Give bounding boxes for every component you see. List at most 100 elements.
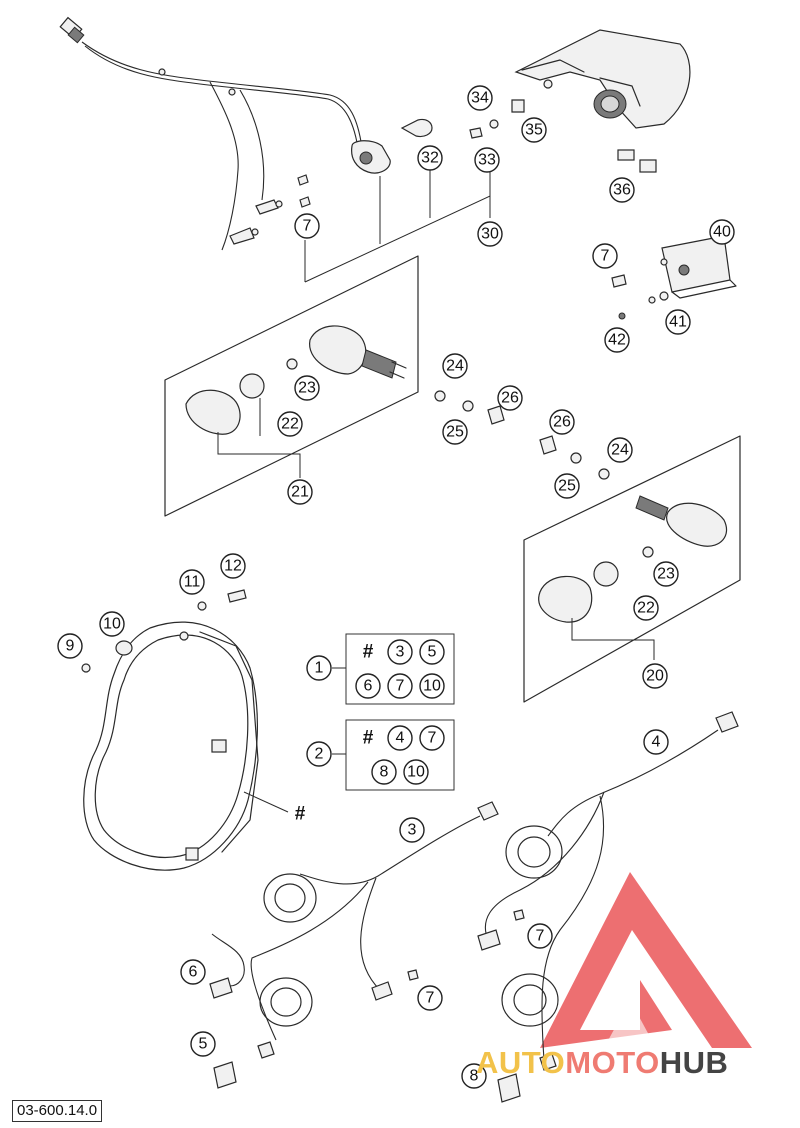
svg-text:23: 23	[657, 566, 675, 583]
callout-24-right: 24	[607, 437, 633, 463]
mount-hardware	[434, 390, 610, 480]
kit-2-contents: # 4 7 8 10	[363, 725, 445, 785]
svg-text:24: 24	[446, 358, 464, 375]
reference-code-label: 03-600.14.0	[12, 1100, 103, 1122]
callouts: 34 35 32 33 36 7 30 40 7 41 42 24 23 26 …	[57, 85, 735, 1089]
callout-22-right: 22	[633, 595, 659, 621]
svg-text:1: 1	[315, 660, 324, 677]
callout-12: 12	[220, 553, 246, 579]
svg-text:33: 33	[478, 152, 496, 169]
svg-text:40: 40	[713, 224, 731, 241]
kit-1-item: 6	[355, 673, 381, 699]
license-light	[611, 235, 737, 320]
svg-text:20: 20	[646, 668, 664, 685]
callout-23-right: 23	[653, 561, 679, 587]
svg-text:7: 7	[303, 218, 312, 235]
headlight-hardware	[81, 589, 247, 673]
svg-text:7: 7	[426, 990, 435, 1007]
svg-text:9: 9	[66, 638, 75, 655]
svg-text:10: 10	[103, 616, 121, 633]
callout-25-left: 25	[442, 419, 468, 445]
svg-text:34: 34	[471, 90, 489, 107]
svg-text:32: 32	[421, 150, 439, 167]
svg-text:22: 22	[637, 600, 655, 617]
svg-text:12: 12	[224, 558, 242, 575]
watermark-logo	[540, 872, 752, 1048]
callout-7-right: 7	[527, 923, 553, 949]
kit-2-item: 4	[387, 725, 413, 751]
svg-text:4: 4	[652, 734, 661, 751]
leader-lines-top	[304, 160, 491, 283]
svg-text:3: 3	[396, 644, 405, 661]
svg-text:11: 11	[184, 574, 201, 591]
callout-9: 9	[57, 633, 83, 659]
callout-20: 20	[642, 663, 668, 689]
svg-text:3: 3	[408, 822, 417, 839]
callout-24-left: 24	[442, 353, 468, 379]
watermark-text-hub: HUB	[659, 1045, 729, 1080]
tail-light-assembly	[469, 29, 691, 173]
callout-3: 3	[399, 817, 425, 843]
svg-text:7: 7	[428, 730, 437, 747]
harness-top	[59, 16, 433, 251]
svg-text:8: 8	[470, 1068, 479, 1085]
callout-5: 5	[190, 1031, 216, 1057]
callout-2: 2	[306, 741, 332, 767]
callout-hash-main: #	[295, 804, 306, 825]
callout-40: 40	[709, 219, 735, 245]
svg-text:24: 24	[611, 442, 629, 459]
kit-1-contents: # 3 5 6 7 10	[355, 639, 445, 699]
svg-text:7: 7	[536, 928, 545, 945]
svg-text:26: 26	[501, 390, 519, 407]
svg-text:36: 36	[613, 182, 631, 199]
svg-text:7: 7	[396, 678, 405, 695]
callout-11: 11	[179, 569, 205, 595]
svg-text:25: 25	[446, 424, 464, 441]
svg-text:#: #	[295, 804, 306, 825]
kit-2-item: 10	[403, 759, 429, 785]
callout-10: 10	[99, 611, 125, 637]
svg-text:8: 8	[380, 764, 389, 781]
kit-2-item: 8	[371, 759, 397, 785]
svg-text:23: 23	[298, 380, 316, 397]
callout-7-top: 7	[294, 213, 320, 239]
callout-26-right: 26	[549, 409, 575, 435]
svg-text:10: 10	[423, 678, 441, 695]
callout-41: 41	[665, 309, 691, 335]
watermark-brand-text: AUTOMOTOHUB	[476, 1045, 728, 1081]
svg-text:4: 4	[396, 730, 405, 747]
callout-36: 36	[609, 177, 635, 203]
callout-32: 32	[417, 145, 443, 171]
callout-23-left: 23	[294, 375, 320, 401]
callout-8: 8	[461, 1063, 487, 1089]
callout-25-right: 25	[554, 473, 580, 499]
kit-2-item: 7	[419, 725, 445, 751]
turn-signal-left	[164, 255, 419, 517]
harness-4	[477, 711, 739, 1103]
callout-34: 34	[467, 85, 493, 111]
kit-1-item: 5	[419, 639, 445, 665]
callout-22-left: 22	[277, 411, 303, 437]
svg-text:7: 7	[601, 248, 610, 265]
callout-1: 1	[306, 655, 332, 681]
callout-30: 30	[477, 221, 503, 247]
kit-1-item: 3	[387, 639, 413, 665]
svg-text:2: 2	[315, 746, 324, 763]
turn-signal-right	[523, 435, 741, 703]
svg-text:42: 42	[608, 332, 626, 349]
svg-text:30: 30	[481, 226, 499, 243]
watermark-text-auto: AUTO	[476, 1045, 566, 1080]
svg-text:6: 6	[364, 678, 373, 695]
svg-text:5: 5	[199, 1036, 208, 1053]
callout-21: 21	[287, 479, 313, 505]
svg-text:21: 21	[291, 484, 309, 501]
callout-33: 33	[474, 147, 500, 173]
kit-1-hash: #	[363, 642, 374, 663]
callout-4: 4	[643, 729, 669, 755]
kit-2-hash: #	[363, 728, 374, 749]
kit-1-item: 7	[387, 673, 413, 699]
watermark-text-moto: MOTO	[565, 1045, 660, 1080]
callout-7-license: 7	[592, 243, 618, 269]
svg-text:6: 6	[189, 964, 198, 981]
